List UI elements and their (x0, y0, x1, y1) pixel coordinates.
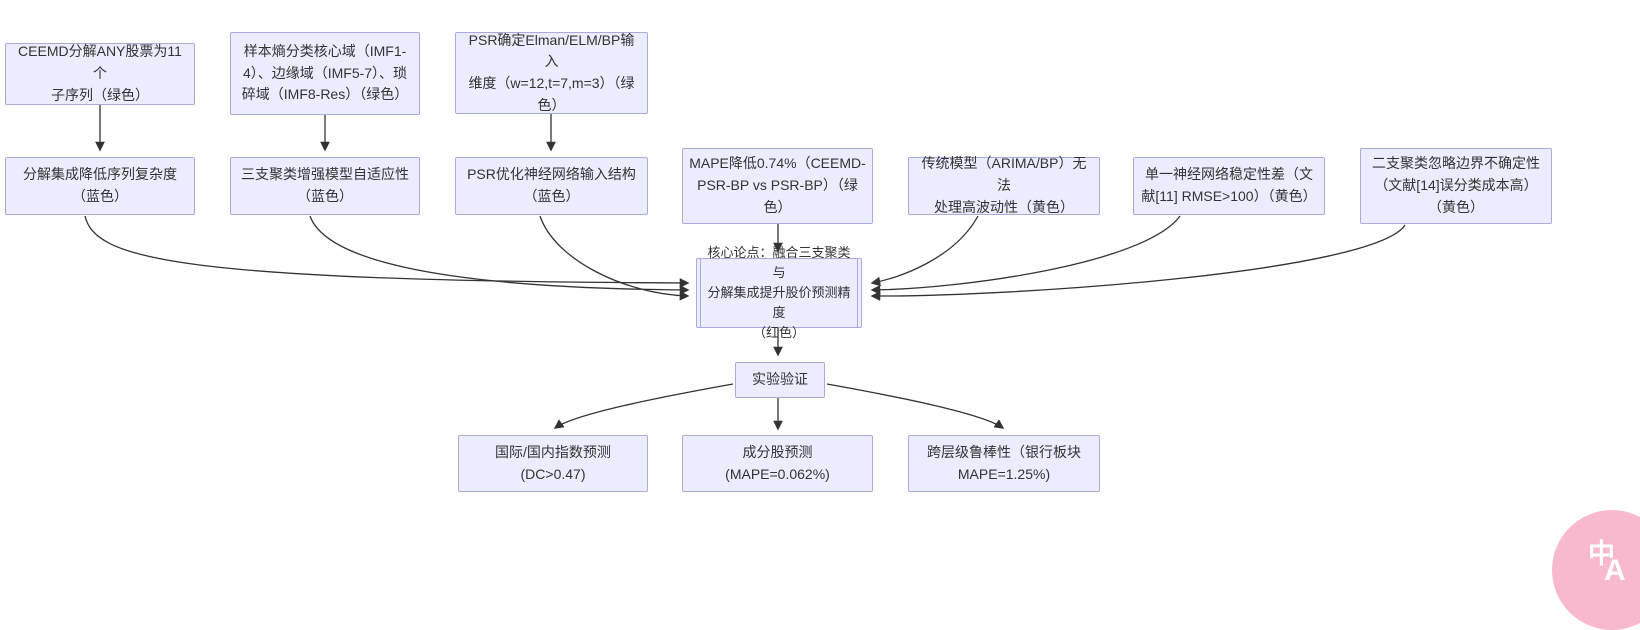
node-label: PSR确定Elman/ELM/BP输入 维度（w=12,t=7,m=3）（绿 色… (468, 31, 635, 113)
edge-three-core (309, 215, 690, 295)
node-label: MAPE降低0.74%（CEEMD- PSR-BP vs PSR-BP）（绿 色… (689, 155, 866, 215)
node-psr-optimization: PSR优化神经网络输入结构 （蓝色） (455, 157, 648, 215)
node-traditional-model-limit: 传统模型（ARIMA/BP）无法 处理高波动性（黄色） (908, 155, 1100, 215)
node-label: 实验验证 (752, 371, 808, 388)
node-label: 国际/国内指数预测 (DC>0.47) (495, 443, 611, 482)
node-label: 传统模型（ARIMA/BP）无法 处理高波动性（黄色） (921, 155, 1087, 215)
node-index-prediction: 国际/国内指数预测 (DC>0.47) (458, 435, 648, 492)
node-label: 跨层级鲁棒性（银行板块 MAPE=1.25%) (927, 443, 1081, 482)
node-experiment-validation: 实验验证 (735, 362, 825, 398)
node-three-way-clustering: 三支聚类增强模型自适应性 （蓝色） (230, 157, 420, 215)
node-label: 核心论点：融合三支聚类与 分解集成提升股价预测精度 （红色） (707, 244, 851, 341)
node-two-way-clustering-limit: 二支聚类忽略边界不确定性 （文献[14]误分类成本高） （黄色） (1360, 148, 1552, 224)
edge-single-core (870, 215, 1181, 295)
node-sample-entropy: 样本熵分类核心域（IMF1- 4）、边缘域（IMF5-7）、琐 碎域（IMF8-… (230, 32, 420, 115)
node-label: 成分股预测 (MAPE=0.062%) (725, 443, 830, 482)
edge-exp-robust (826, 383, 1005, 429)
translate-icon-latin: A (1604, 554, 1626, 587)
node-label: 二支聚类忽略边界不确定性 （文献[14]误分类成本高） （黄色） (1372, 155, 1540, 215)
node-core-thesis: 核心论点：融合三支聚类与 分解集成提升股价预测精度 （红色） (696, 245, 862, 340)
node-label: PSR优化神经网络输入结构 （蓝色） (467, 166, 636, 204)
node-label: 分解集成降低序列复杂度 （蓝色） (23, 166, 177, 204)
flowchart-canvas: CEEMD分解ANY股票为11个 子序列（绿色） 样本熵分类核心域（IMF1- … (5, 32, 1640, 630)
node-decomposition-benefit: 分解集成降低序列复杂度 （蓝色） (5, 157, 195, 215)
translate-icon: 中 (1588, 539, 1615, 569)
node-ceemd-decomposition: CEEMD分解ANY股票为11个 子序列（绿色） (5, 43, 195, 105)
node-single-network-instability: 单一神经网络稳定性差（文 献[11] RMSE>100）（黄色） (1133, 157, 1325, 215)
node-mape-reduction: MAPE降低0.74%（CEEMD- PSR-BP vs PSR-BP）（绿 色… (682, 148, 873, 224)
node-label: 样本熵分类核心域（IMF1- 4）、边缘域（IMF5-7）、琐 碎域（IMF8-… (241, 42, 409, 103)
node-constituent-stock-prediction: 成分股预测 (MAPE=0.062%) (682, 435, 873, 492)
node-label: 单一神经网络稳定性差（文 献[11] RMSE>100）（黄色） (1141, 166, 1317, 204)
edge-psropt-core (539, 215, 690, 301)
node-cross-level-robustness: 跨层级鲁棒性（银行板块 MAPE=1.25%) (908, 435, 1100, 492)
edges-layer (84, 105, 1406, 431)
edge-twoway-core (870, 224, 1406, 301)
edge-trad-core (870, 215, 979, 287)
node-label: 三支聚类增强模型自适应性 （蓝色） (241, 166, 409, 204)
edge-exp-index (553, 383, 734, 429)
node-psr-dimension: PSR确定Elman/ELM/BP输入 维度（w=12,t=7,m=3）（绿 色… (455, 32, 648, 114)
node-label: CEEMD分解ANY股票为11个 子序列（绿色） (18, 43, 182, 103)
